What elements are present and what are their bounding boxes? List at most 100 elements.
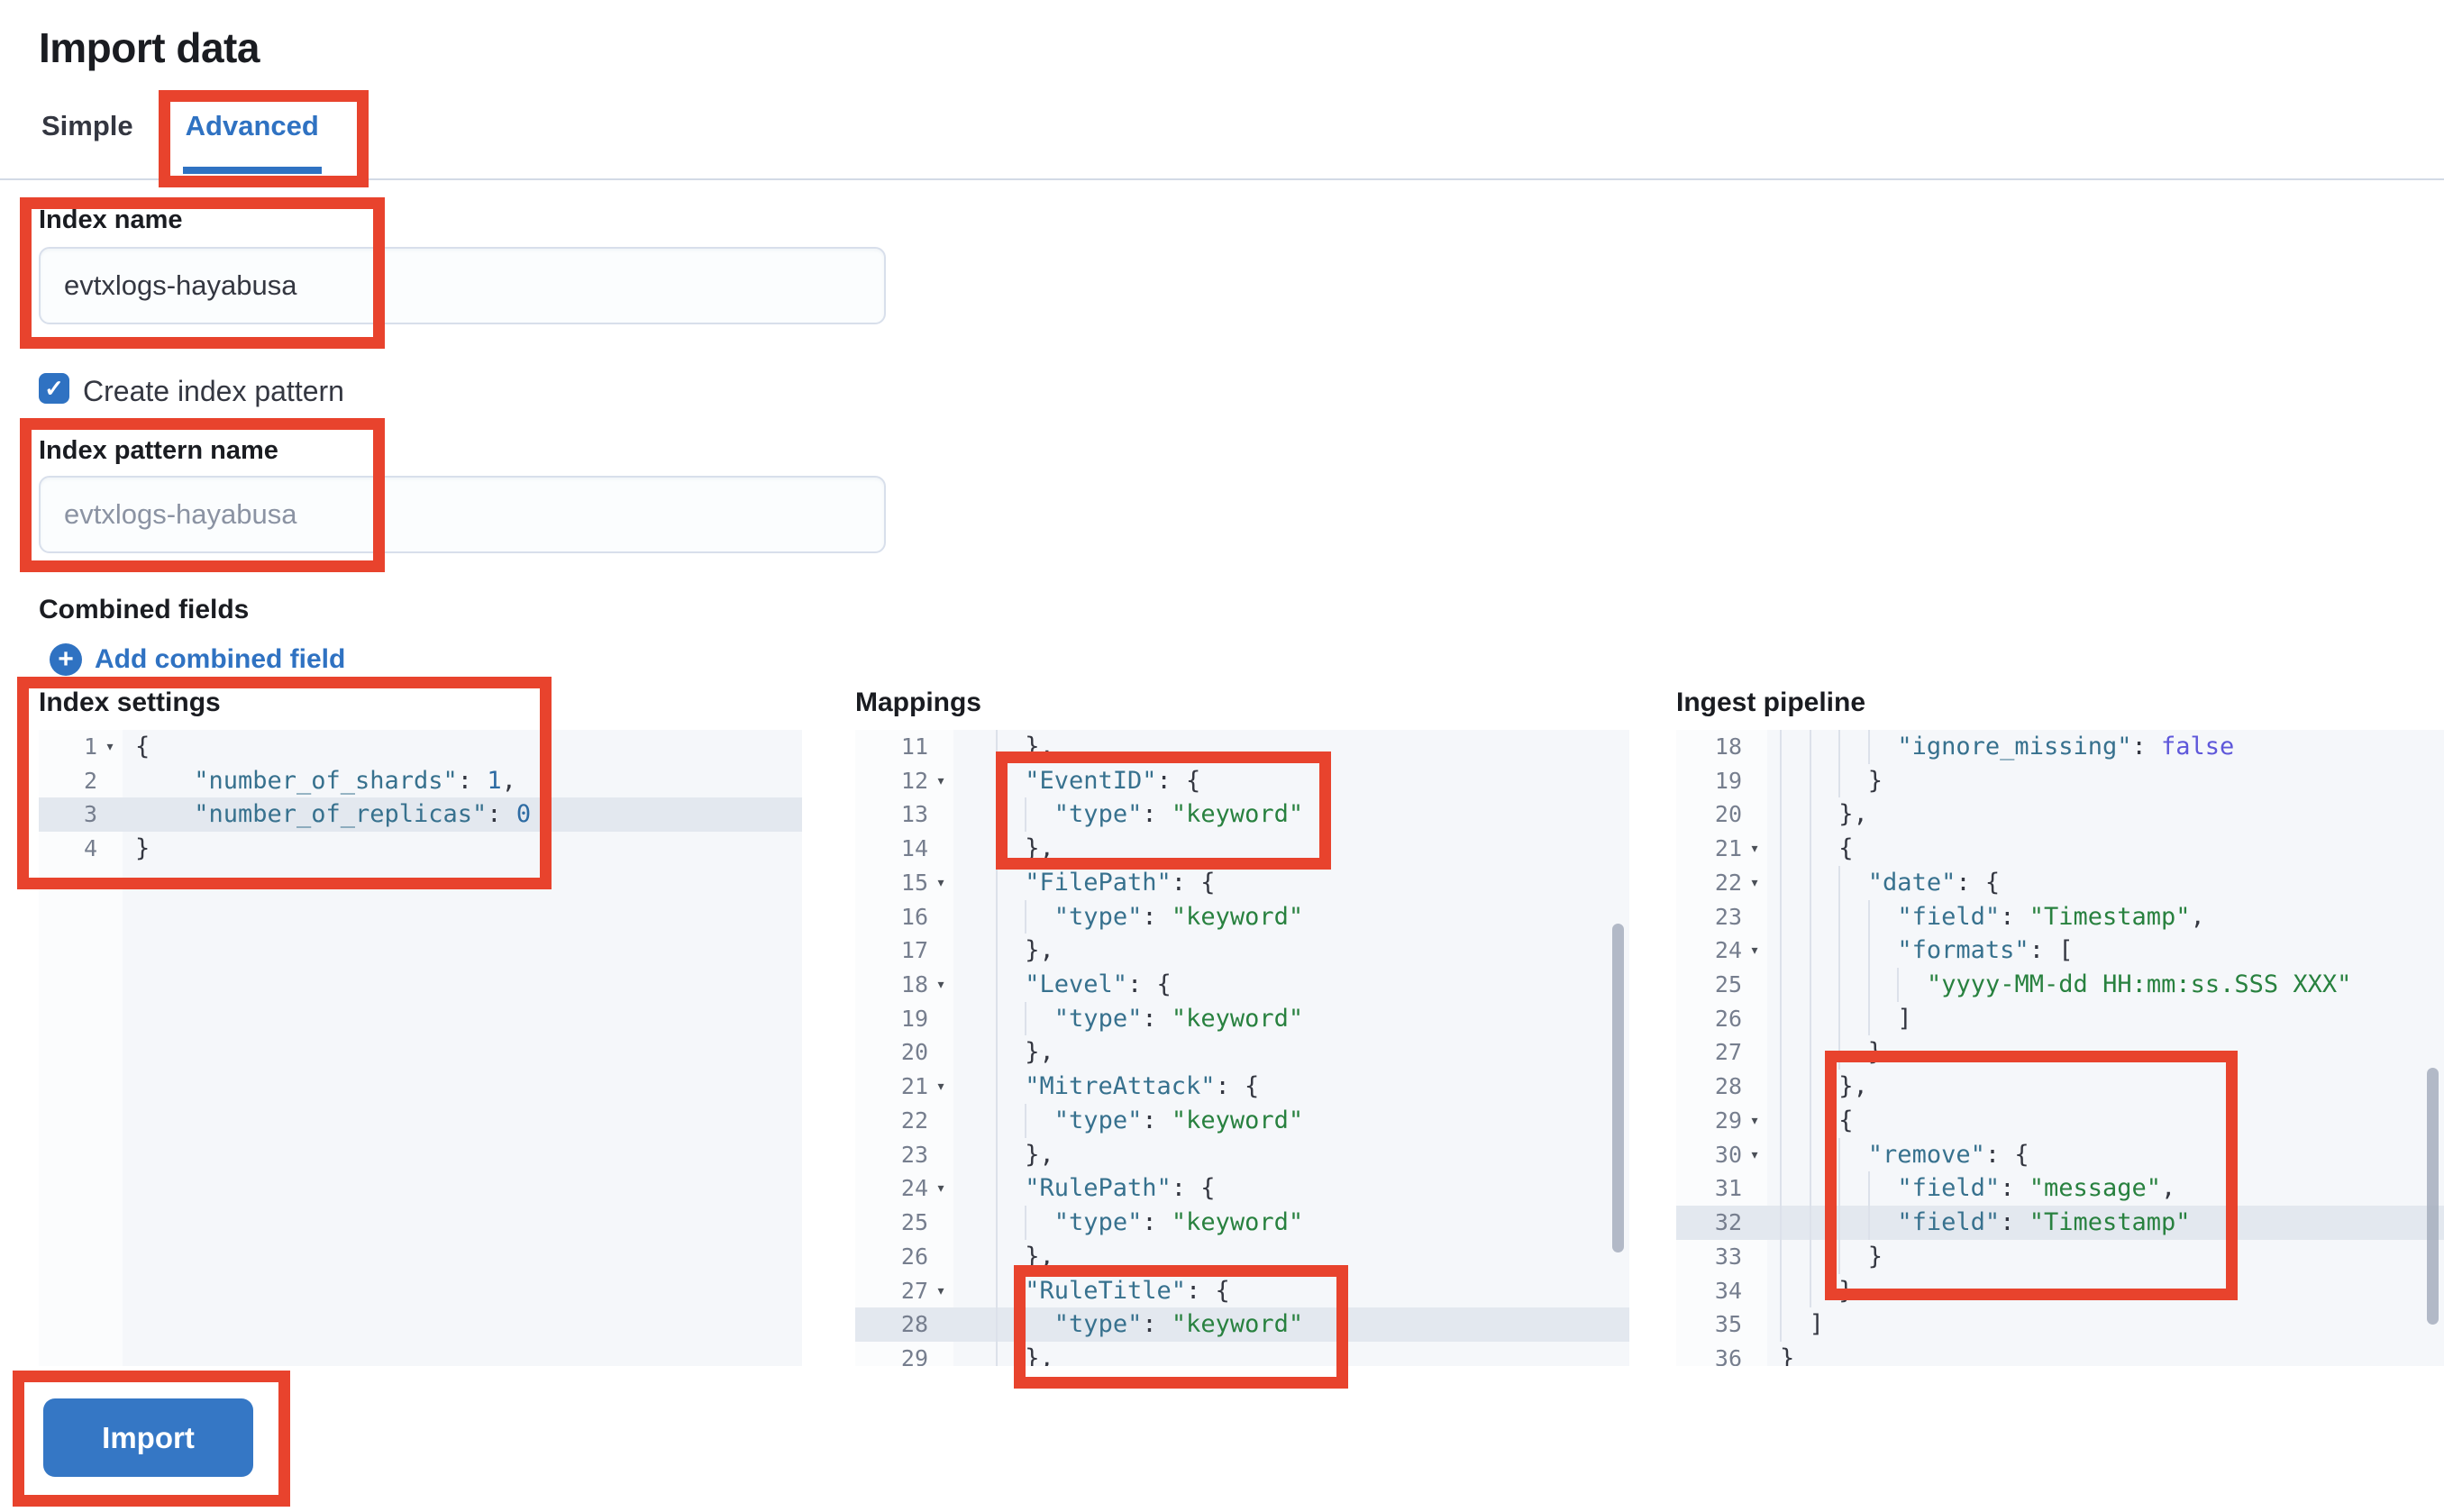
code-line-ingest_pipeline-24[interactable]: 24▾"formats": [	[1676, 934, 2444, 969]
code-line-mappings-14[interactable]: 14},	[855, 832, 1629, 866]
code-text: {	[1767, 1103, 2444, 1138]
fold-gutter-spacer	[928, 1002, 953, 1036]
code-text: "EventID": {	[953, 763, 1629, 798]
code-line-mappings-23[interactable]: 23},	[855, 1137, 1629, 1172]
code-line-mappings-22[interactable]: 22"type": "keyword"	[855, 1103, 1629, 1138]
code-line-index_settings-1[interactable]: 1▾{	[39, 730, 802, 764]
line-number: 33	[1714, 1243, 1742, 1270]
import-button[interactable]: Import	[43, 1398, 253, 1477]
fold-gutter-spacer	[1742, 1002, 1767, 1036]
fold-arrow-icon[interactable]: ▾	[1749, 941, 1760, 961]
index-pattern-name-input[interactable]	[39, 476, 886, 553]
fold-arrow-icon[interactable]: ▾	[1749, 839, 1760, 859]
code-line-mappings-11[interactable]: 11},	[855, 730, 1629, 764]
fold-gutter-spacer	[1742, 730, 1767, 764]
index-settings-editor[interactable]: 1▾{2"number_of_shards": 1,3"number_of_re…	[39, 730, 802, 1366]
code-line-mappings-20[interactable]: 20},	[855, 1035, 1629, 1070]
code-line-mappings-19[interactable]: 19"type": "keyword"	[855, 1001, 1629, 1036]
add-combined-field-link[interactable]: + Add combined field	[50, 643, 345, 676]
fold-gutter-spacer	[928, 1342, 953, 1366]
code-line-index_settings-3[interactable]: 3"number_of_replicas": 0	[39, 797, 802, 833]
code-line-ingest_pipeline-21[interactable]: 21▾{	[1676, 832, 2444, 866]
code-line-ingest_pipeline-33[interactable]: 33}	[1676, 1239, 2444, 1274]
code-line-mappings-26[interactable]: 26},	[855, 1239, 1629, 1274]
code-line-ingest_pipeline-31[interactable]: 31"field": "message",	[1676, 1171, 2444, 1207]
code-line-index_settings-4[interactable]: 4}	[39, 832, 802, 866]
tab-advanced[interactable]: Advanced	[182, 110, 322, 174]
code-line-ingest_pipeline-27[interactable]: 27}	[1676, 1035, 2444, 1070]
fold-arrow-icon[interactable]: ▾	[935, 975, 946, 995]
fold-gutter-spacer	[928, 1138, 953, 1172]
create-index-pattern-checkbox[interactable]: ✓	[39, 373, 69, 404]
code-line-mappings-27[interactable]: 27▾"RuleTitle": {	[855, 1273, 1629, 1308]
line-number: 28	[900, 1311, 928, 1338]
fold-arrow-icon[interactable]: ▾	[935, 770, 946, 790]
code-line-ingest_pipeline-36[interactable]: 36}	[1676, 1342, 2444, 1366]
fold-arrow-icon[interactable]: ▾	[935, 1280, 946, 1300]
code-text: },	[1767, 1070, 2444, 1104]
code-line-mappings-28[interactable]: 28"type": "keyword"	[855, 1307, 1629, 1342]
code-line-ingest_pipeline-23[interactable]: 23"field": "Timestamp",	[1676, 899, 2444, 934]
fold-arrow-icon[interactable]: ▾	[105, 737, 115, 756]
fold-gutter-spacer	[1742, 1342, 1767, 1366]
code-line-ingest_pipeline-30[interactable]: 30▾"remove": {	[1676, 1137, 2444, 1172]
code-line-ingest_pipeline-32[interactable]: 32"field": "Timestamp"	[1676, 1206, 2444, 1240]
index-name-input[interactable]	[39, 247, 886, 324]
fold-gutter-spacer	[1742, 1171, 1767, 1206]
line-number: 26	[1714, 1005, 1742, 1032]
code-line-ingest_pipeline-35[interactable]: 35]	[1676, 1307, 2444, 1342]
code-line-mappings-17[interactable]: 17},	[855, 934, 1629, 969]
code-line-ingest_pipeline-28[interactable]: 28},	[1676, 1070, 2444, 1104]
line-number: 17	[900, 937, 928, 964]
fold-arrow-icon[interactable]: ▾	[1749, 1110, 1760, 1130]
code-text: "type": "keyword"	[953, 1001, 1629, 1036]
code-line-ingest_pipeline-18[interactable]: 18"ignore_missing": false	[1676, 730, 2444, 764]
code-line-mappings-24[interactable]: 24▾"RulePath": {	[855, 1171, 1629, 1207]
code-line-mappings-15[interactable]: 15▾"FilePath": {	[855, 865, 1629, 900]
code-text: "yyyy-MM-dd HH:mm:ss.SSS XXX"	[1767, 968, 2444, 1002]
code-text: }	[135, 834, 150, 863]
code-line-ingest_pipeline-19[interactable]: 19}	[1676, 763, 2444, 798]
code-line-mappings-18[interactable]: 18▾"Level": {	[855, 968, 1629, 1002]
code-line-mappings-13[interactable]: 13"type": "keyword"	[855, 797, 1629, 833]
fold-arrow-icon[interactable]: ▾	[1749, 872, 1760, 892]
code-text: "RuleTitle": {	[953, 1273, 1629, 1308]
line-number: 26	[900, 1243, 928, 1270]
code-line-mappings-25[interactable]: 25"type": "keyword"	[855, 1206, 1629, 1240]
code-line-ingest_pipeline-25[interactable]: 25"yyyy-MM-dd HH:mm:ss.SSS XXX"	[1676, 968, 2444, 1002]
fold-gutter-spacer	[928, 1104, 953, 1138]
code-line-mappings-16[interactable]: 16"type": "keyword"	[855, 899, 1629, 934]
fold-gutter-spacer	[1742, 797, 1767, 832]
code-text: },	[953, 1341, 1629, 1366]
code-text: "formats": [	[1767, 934, 2444, 969]
code-line-index_settings-2[interactable]: 2"number_of_shards": 1,	[39, 764, 802, 798]
code-line-mappings-12[interactable]: 12▾"EventID": {	[855, 763, 1629, 798]
code-text: "number_of_replicas": 0	[194, 800, 532, 829]
code-line-ingest_pipeline-29[interactable]: 29▾{	[1676, 1103, 2444, 1138]
index-name-label: Index name	[39, 205, 183, 234]
fold-arrow-icon[interactable]: ▾	[935, 1077, 946, 1097]
fold-arrow-icon[interactable]: ▾	[935, 872, 946, 892]
fold-gutter-spacer	[1742, 1206, 1767, 1240]
code-line-mappings-29[interactable]: 29},	[855, 1341, 1629, 1366]
combined-fields-label: Combined fields	[39, 595, 250, 624]
fold-arrow-icon[interactable]: ▾	[935, 1179, 946, 1198]
editor-gutter	[39, 730, 123, 1366]
code-line-ingest_pipeline-26[interactable]: 26]	[1676, 1001, 2444, 1036]
fold-arrow-icon[interactable]: ▾	[1749, 1144, 1760, 1164]
code-text: "MitreAttack": {	[953, 1070, 1629, 1104]
code-line-ingest_pipeline-34[interactable]: 34}	[1676, 1273, 2444, 1308]
tab-simple[interactable]: Simple	[41, 110, 133, 141]
code-line-ingest_pipeline-22[interactable]: 22▾"date": {	[1676, 865, 2444, 900]
mappings-editor[interactable]: 11},12▾"EventID": {13"type": "keyword"14…	[855, 730, 1629, 1366]
code-line-ingest_pipeline-20[interactable]: 20},	[1676, 797, 2444, 833]
line-number: 2	[83, 767, 97, 794]
fold-gutter-spacer	[1742, 1070, 1767, 1104]
fold-gutter-spacer	[1742, 1240, 1767, 1274]
code-line-mappings-21[interactable]: 21▾"MitreAttack": {	[855, 1070, 1629, 1104]
ingest-scrollbar-thumb[interactable]	[2427, 1068, 2439, 1325]
mappings-scrollbar-thumb[interactable]	[1612, 924, 1624, 1252]
code-text: },	[953, 730, 1629, 764]
